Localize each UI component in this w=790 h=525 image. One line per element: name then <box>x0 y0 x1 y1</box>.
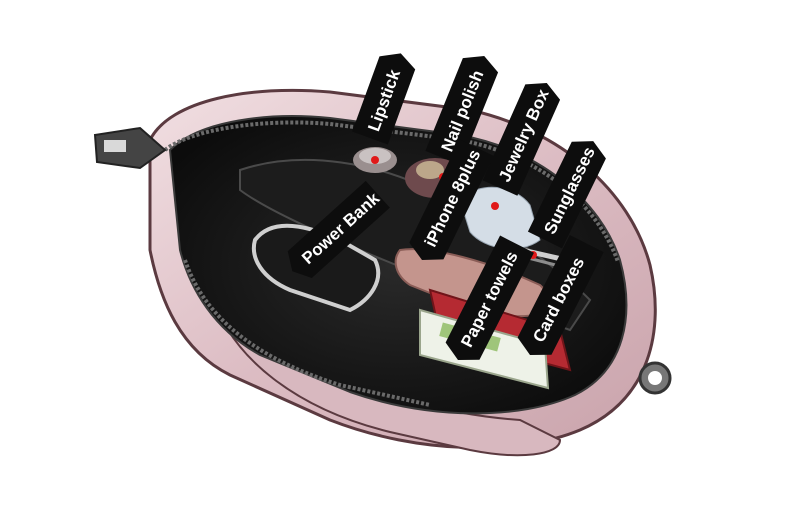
jewelry-box-item <box>459 186 541 250</box>
zipper-pull-hole <box>104 140 126 152</box>
zipper-lower <box>183 259 431 407</box>
marker-lipstick <box>371 156 379 164</box>
marker-jewelry-box <box>491 202 499 210</box>
zipper-pull <box>93 126 167 170</box>
strap-ring-hole <box>648 371 662 385</box>
